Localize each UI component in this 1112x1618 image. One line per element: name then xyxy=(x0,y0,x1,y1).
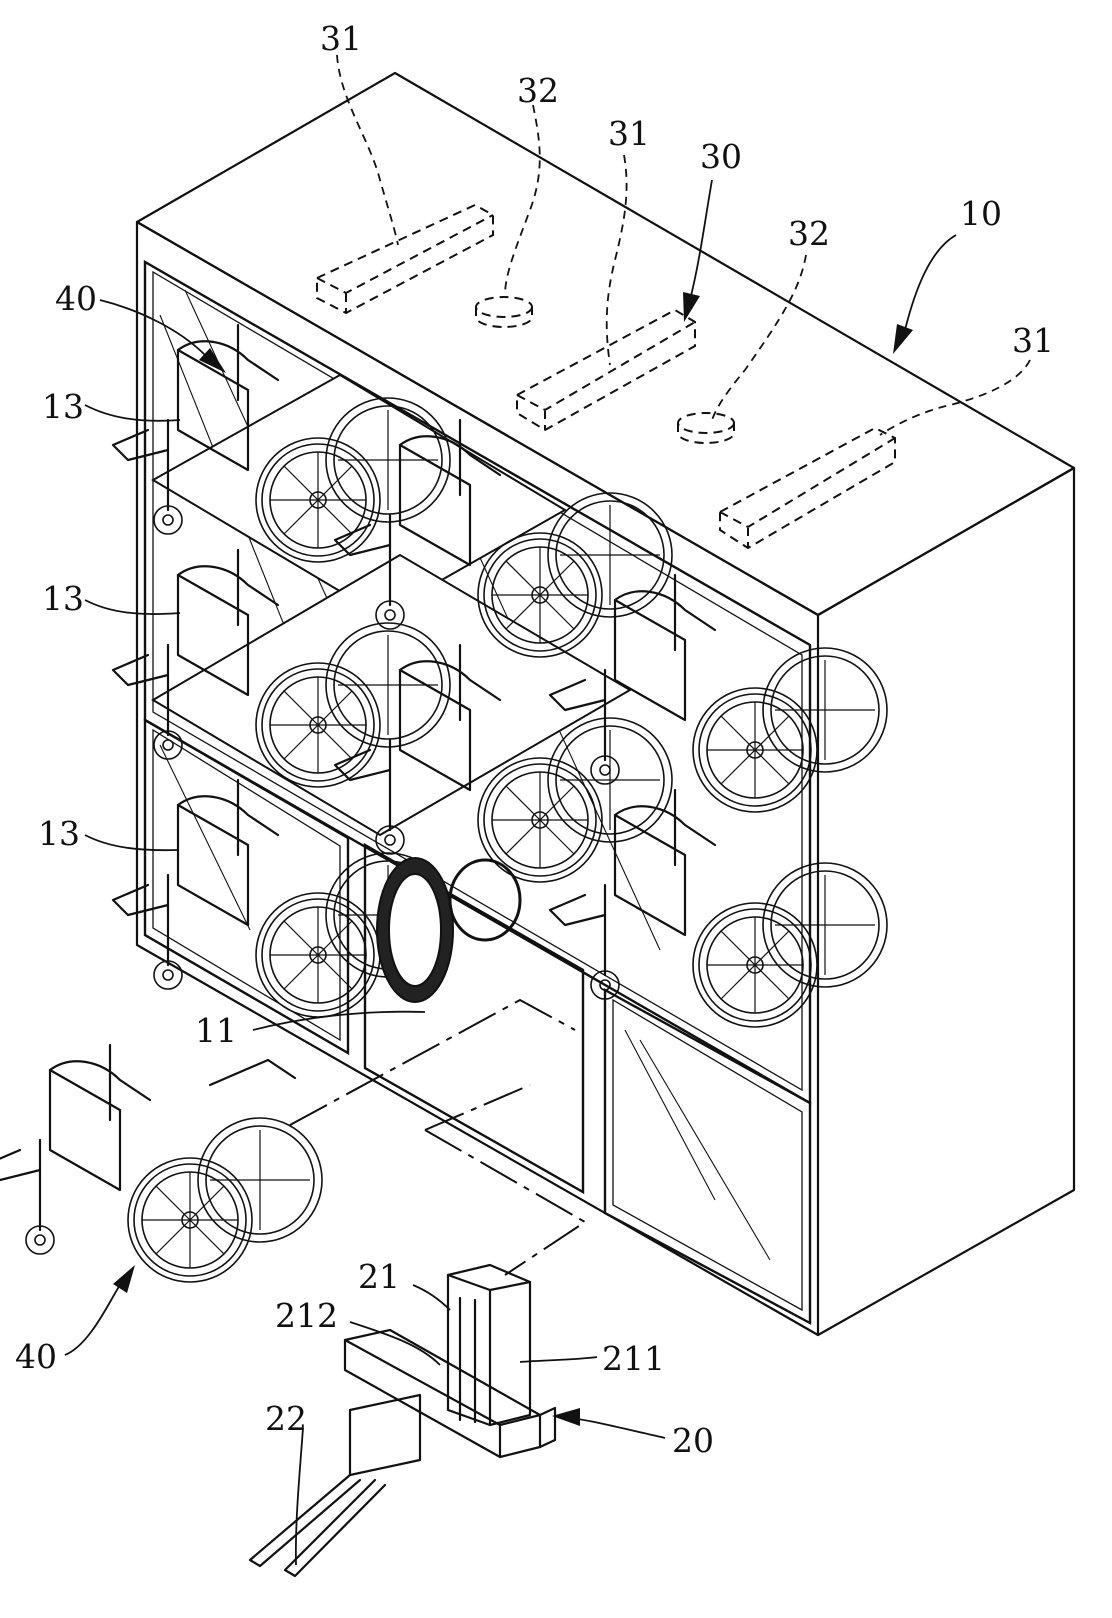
label-30: 30 xyxy=(700,137,742,176)
lifting-device xyxy=(248,1263,557,1578)
label-11: 11 xyxy=(195,1011,237,1050)
label-40-bottom: 40 xyxy=(15,1337,57,1376)
label-13-top: 13 xyxy=(42,387,84,426)
label-13-mid: 13 xyxy=(42,579,84,618)
label-31-left: 31 xyxy=(320,19,362,58)
access-opening-interior xyxy=(376,857,522,1003)
label-22: 22 xyxy=(265,1399,307,1438)
transfer-path xyxy=(289,998,587,1276)
front-window-frames xyxy=(143,259,812,1326)
label-31-mid: 31 xyxy=(608,114,650,153)
cabinet xyxy=(135,71,1076,1337)
sensor-boxes xyxy=(316,203,896,550)
label-32-right: 32 xyxy=(788,214,830,253)
label-13-bottom: 13 xyxy=(38,814,80,853)
label-32-left: 32 xyxy=(517,71,559,110)
label-10: 10 xyxy=(960,194,1002,233)
label-212: 212 xyxy=(275,1296,338,1335)
label-211: 211 xyxy=(602,1339,665,1378)
leader-lines xyxy=(64,54,1031,1566)
label-21: 21 xyxy=(358,1257,400,1296)
detector-discs xyxy=(475,296,735,444)
label-31-right: 31 xyxy=(1012,321,1054,360)
reference-labels: 31 32 31 30 10 32 31 40 13 13 13 11 40 2… xyxy=(15,19,1054,1460)
loose-wheelchair xyxy=(0,1043,324,1284)
label-40-top: 40 xyxy=(55,279,97,318)
label-20: 20 xyxy=(672,1421,714,1460)
